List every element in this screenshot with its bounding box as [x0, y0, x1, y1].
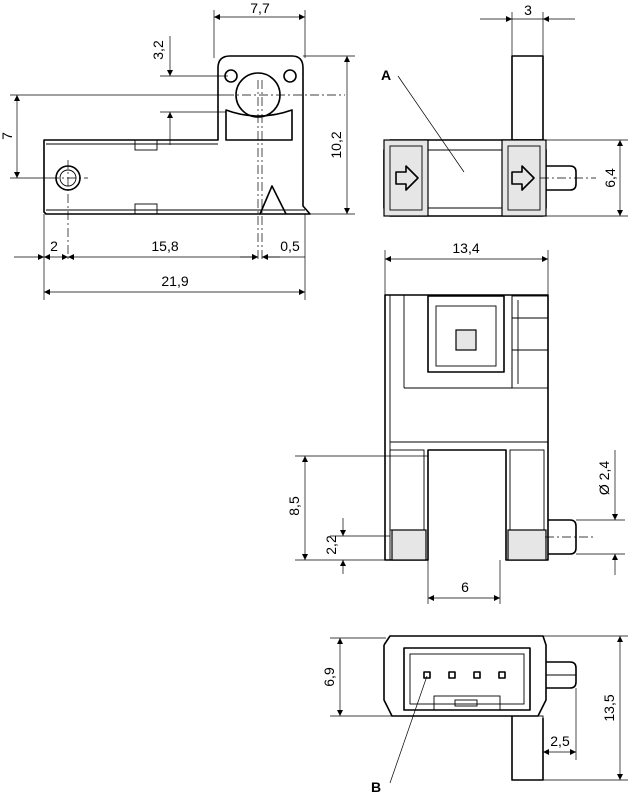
dim-body-height: 6,4: [602, 168, 618, 188]
callout-b: B: [371, 779, 381, 795]
connector-housing: [403, 647, 531, 711]
dim-pin-length: 2,5: [550, 733, 570, 749]
dim-pin-width: 3: [524, 2, 532, 18]
lens-window: [427, 295, 505, 373]
pin-tower: [511, 55, 544, 141]
dim-bottom-total-height: 13,5: [601, 694, 617, 721]
dim-gap-width: 6: [461, 579, 469, 595]
dim-top-width: 7,7: [250, 0, 270, 16]
side-view: 7,7 3,2 7 10,2 2 15,8 0,5 21,9: [0, 0, 355, 300]
connector-pin-3: [473, 671, 481, 679]
connector-pin-1: [423, 671, 431, 679]
top-view: 3 6,4 A: [381, 2, 628, 217]
dim-hole-offset: 3,2: [150, 40, 166, 60]
dim-hole-distance: 15,8: [151, 238, 178, 254]
bottom-view: 6,9 13,5 2,5 B: [321, 635, 628, 795]
dim-total-length: 21,9: [161, 273, 188, 289]
connector-pin-4: [498, 671, 506, 679]
emitter-square: [455, 329, 477, 351]
arrow-icon-right: [511, 165, 535, 191]
callout-a: A: [381, 67, 391, 83]
front-view: 13,4 8,5 2,2 Ø 2,4 6: [286, 240, 625, 604]
connector-pin-2: [448, 671, 456, 679]
arrow-icon-left: [395, 165, 419, 191]
dim-slot-offset: 0,5: [280, 238, 300, 254]
dim-left-offset: 2: [50, 238, 58, 254]
dim-pin-diameter: Ø 2,4: [596, 461, 612, 495]
dim-pin-height: 2,2: [323, 535, 339, 555]
dim-connector-height: 6,9: [321, 667, 337, 687]
dim-front-width: 13,4: [452, 240, 479, 256]
dim-fork-height: 8,5: [286, 496, 302, 516]
dim-mount-height: 7: [0, 132, 15, 140]
bottom-view-outline: [383, 635, 547, 781]
dim-total-height: 10,2: [328, 131, 344, 158]
side-view-outline: [43, 55, 311, 215]
